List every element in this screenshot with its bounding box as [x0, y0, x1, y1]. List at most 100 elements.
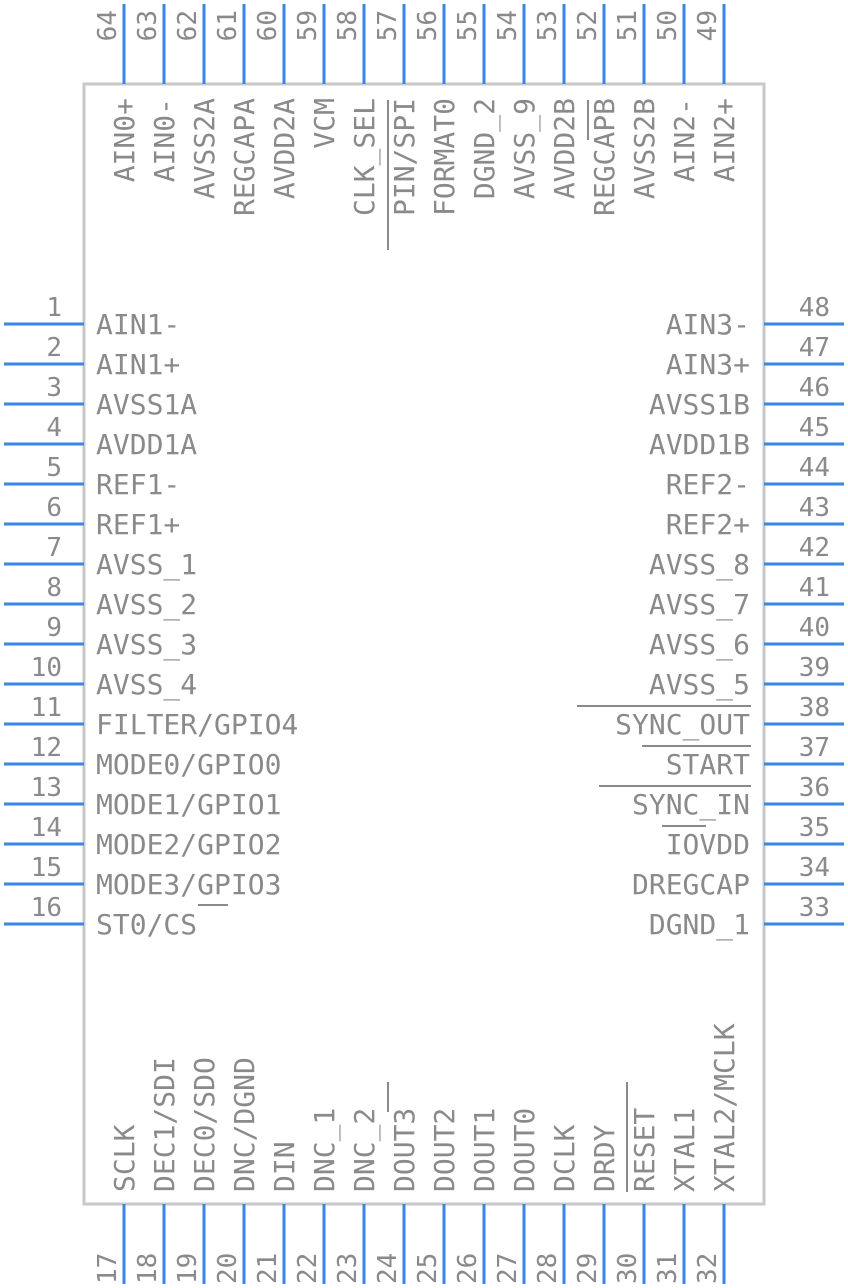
pin-59-vcm-label: VCM [308, 98, 341, 149]
pin-58-clk-sel-label: CLK_SEL [348, 98, 382, 216]
pin-8-avss-2-label: AVSS_2 [96, 588, 197, 622]
pin-28-dclk-number: 28 [533, 1253, 563, 1284]
pin-42-avss-8-label: AVSS_8 [649, 548, 750, 582]
pin-24-dout3-label: DOUT3 [388, 1108, 421, 1192]
pin-15-mode3-gpio3-number: 15 [31, 853, 62, 883]
pin-44-ref2-label: REF2- [666, 468, 750, 501]
pin-59-vcm-number: 59 [293, 10, 323, 41]
pin-34-dregcap-number: 34 [799, 853, 830, 883]
pin-60-avdd2a-label: AVDD2A [268, 98, 301, 199]
pin-17-sclk-number: 17 [93, 1253, 123, 1284]
pin-25-dout2-label: DOUT2 [428, 1108, 461, 1192]
pin-61-regcapa-number: 61 [213, 10, 243, 41]
pin-38-sync-out-label: SYNC_OUT [615, 708, 750, 742]
pin-36-sync-in-label: SYNC_IN [632, 788, 750, 822]
pin-5-ref1-label: REF1- [96, 468, 180, 501]
pin-43-ref2-number: 43 [799, 493, 830, 523]
pin-26-dout1-label: DOUT1 [468, 1108, 501, 1192]
pin-62-avss2a-number: 62 [173, 10, 203, 41]
pin-37-start-number: 37 [799, 733, 830, 763]
pin-47-ain3-number: 47 [799, 333, 830, 363]
pin-22-dnc-1-label: DNC_1 [308, 1108, 342, 1192]
pin-52-regcapb-label: REGCAPB [588, 98, 621, 216]
pin-17-sclk-label: SCLK [108, 1124, 141, 1192]
pin-16-st0-cs-number: 16 [31, 893, 62, 923]
pin-32-xtal2-mclk-number: 32 [693, 1253, 723, 1284]
pin-45-avdd1b-number: 45 [799, 413, 830, 443]
pin-39-avss-5-label: AVSS_5 [649, 668, 750, 702]
pin-35-iovdd-label: IOVDD [666, 828, 750, 861]
pin-38-sync-out-number: 38 [799, 693, 830, 723]
pin-54-avss-9-label: AVSS_9 [508, 98, 542, 199]
pin-15-mode3-gpio3-label: MODE3/GPIO3 [96, 868, 281, 901]
pin-37-start-label: START [666, 748, 750, 781]
pin-1-ain1-label: AIN1- [96, 308, 180, 341]
pin-2-ain1-label: AIN1+ [96, 348, 180, 381]
pin-34-dregcap-label: DREGCAP [632, 868, 750, 901]
pin-62-avss2a-label: AVSS2A [188, 98, 221, 199]
pin-18-dec1-sdi-number: 18 [133, 1253, 163, 1284]
pin-23-dnc-2-label: DNC_2 [348, 1108, 382, 1192]
pin-57-pin-spi-label: PIN/SPI [388, 98, 421, 216]
pin-29-drdy-label: DRDY [588, 1124, 621, 1192]
pin-20-dnc-dgnd-label: DNC/DGND [228, 1057, 261, 1192]
pin-33-dgnd-1-label: DGND_1 [649, 908, 750, 942]
overline-marks [198, 100, 751, 1192]
pin-28-dclk-label: DCLK [548, 1124, 581, 1192]
pin-42-avss-8-number: 42 [799, 533, 830, 563]
pin-30-reset-number: 30 [613, 1253, 643, 1284]
pin-8-avss-2-number: 8 [46, 573, 62, 603]
pin-4-avdd1a-label: AVDD1A [96, 428, 197, 461]
pin-11-filter-gpio4-label: FILTER/GPIO4 [96, 708, 298, 741]
pin-46-avss1b-number: 46 [799, 373, 830, 403]
pin-53-avdd2b-number: 53 [533, 10, 563, 41]
pin-54-avss-9-number: 54 [493, 10, 523, 41]
pin-56-format0-number: 56 [413, 10, 443, 41]
pin-14-mode2-gpio2-number: 14 [31, 813, 62, 843]
pin-22-dnc-1-number: 22 [293, 1253, 323, 1284]
pin-61-regcapa-label: REGCAPA [228, 98, 261, 216]
pin-5-ref1-number: 5 [46, 453, 62, 483]
pin-23-dnc-2-number: 23 [333, 1253, 363, 1284]
pin-4-avdd1a-number: 4 [46, 413, 62, 443]
pin-3-avss1a-label: AVSS1A [96, 388, 197, 421]
pin-2-ain1-number: 2 [46, 333, 62, 363]
pin-64-ain0-number: 64 [93, 10, 123, 41]
pin-9-avss-3-label: AVSS_3 [96, 628, 197, 662]
pin-51-avss2b-label: AVSS2B [628, 98, 661, 199]
pin-14-mode2-gpio2-label: MODE2/GPIO2 [96, 828, 281, 861]
pin-30-reset-label: RESET [628, 1108, 661, 1192]
pin-6-ref1-number: 6 [46, 493, 62, 523]
pin-32-xtal2-mclk-label: XTAL2/MCLK [708, 1023, 741, 1192]
pin-12-mode0-gpio0-label: MODE0/GPIO0 [96, 748, 281, 781]
pin-46-avss1b-label: AVSS1B [649, 388, 750, 421]
pin-18-dec1-sdi-label: DEC1/SDI [148, 1057, 181, 1192]
pin-6-ref1-label: REF1+ [96, 508, 180, 541]
pin-19-dec0-sdo-label: DEC0/SDO [188, 1057, 221, 1192]
pin-49-ain2-number: 49 [693, 10, 723, 41]
pin-50-ain2-number: 50 [653, 10, 683, 41]
pin-36-sync-in-number: 36 [799, 773, 830, 803]
pin-27-dout0-number: 27 [493, 1253, 523, 1284]
pin-25-dout2-number: 25 [413, 1253, 443, 1284]
pin-27-dout0-label: DOUT0 [508, 1108, 541, 1192]
pin-50-ain2-label: AIN2- [668, 98, 701, 182]
pin-7-avss-1-number: 7 [46, 533, 62, 563]
pin-35-iovdd-number: 35 [799, 813, 830, 843]
pin-53-avdd2b-label: AVDD2B [548, 98, 581, 199]
pin-21-din-number: 21 [253, 1253, 283, 1284]
pin-51-avss2b-number: 51 [613, 10, 643, 41]
pin-57-pin-spi-number: 57 [373, 10, 403, 41]
pin-19-dec0-sdo-number: 19 [173, 1253, 203, 1284]
pin-56-format0-label: FORMAT0 [428, 98, 461, 216]
pin-64-ain0-label: AIN0+ [108, 98, 141, 182]
pin-48-ain3-number: 48 [799, 293, 830, 323]
pin-43-ref2-label: REF2+ [666, 508, 750, 541]
pin-31-xtal1-label: XTAL1 [668, 1108, 701, 1192]
pin-9-avss-3-number: 9 [46, 613, 62, 643]
pin-21-din-label: DIN [268, 1141, 301, 1192]
pin-11-filter-gpio4-number: 11 [31, 693, 62, 723]
pin-10-avss-4-label: AVSS_4 [96, 668, 197, 702]
